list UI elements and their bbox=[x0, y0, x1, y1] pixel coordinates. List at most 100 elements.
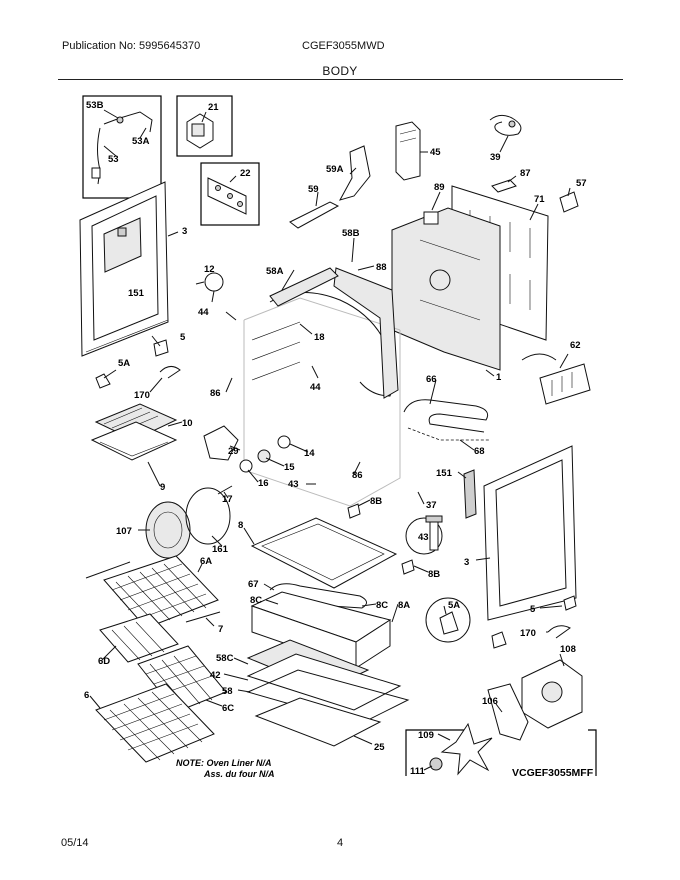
callout-151-left: 151 bbox=[128, 288, 145, 299]
fan-blade-109 bbox=[440, 722, 493, 776]
callout-39: 39 bbox=[490, 152, 501, 163]
plate-57 bbox=[559, 191, 579, 213]
sensor-12 bbox=[195, 272, 224, 303]
callout-106: 106 bbox=[482, 696, 498, 707]
section-title: BODY bbox=[322, 64, 358, 78]
page-number: 4 bbox=[337, 837, 344, 849]
callout-58B: 58B bbox=[342, 228, 360, 239]
light-bulb-parts bbox=[203, 425, 291, 495]
callout-59A: 59A bbox=[326, 164, 344, 175]
callout-3-right: 3 bbox=[464, 557, 469, 568]
callout-8C-left: 8C bbox=[250, 595, 262, 606]
callout-43-upper: 43 bbox=[288, 479, 299, 490]
terminal-block-62 bbox=[521, 353, 591, 405]
callout-18: 18 bbox=[314, 332, 325, 343]
callout-71: 71 bbox=[534, 194, 545, 205]
leg-5A-right bbox=[425, 597, 507, 649]
callout-89: 89 bbox=[434, 182, 445, 193]
oven-door-right bbox=[463, 445, 577, 621]
callout-88: 88 bbox=[376, 262, 387, 273]
inset-21-bracket bbox=[176, 95, 233, 157]
callout-53: 53 bbox=[108, 154, 119, 165]
publication-number: Publication No: 5995645370 bbox=[62, 40, 201, 52]
callout-8B-lower: 8B bbox=[428, 569, 440, 580]
callout-45: 45 bbox=[430, 147, 441, 158]
motor-108 bbox=[521, 659, 583, 729]
callout-151-right: 151 bbox=[436, 468, 453, 479]
bracket-106 bbox=[487, 683, 529, 741]
drawer-8A bbox=[250, 591, 392, 669]
callout-66: 66 bbox=[426, 374, 437, 385]
leader-lines bbox=[89, 109, 571, 771]
callout-108: 108 bbox=[560, 644, 576, 655]
nut-111 bbox=[429, 757, 443, 771]
callout-37: 37 bbox=[426, 500, 437, 511]
rack-6 bbox=[95, 683, 215, 763]
oven-cavity bbox=[243, 267, 401, 507]
callout-43-bolt: 43 bbox=[418, 532, 429, 543]
callout-57: 57 bbox=[576, 178, 587, 189]
oven-liner-note-line1: NOTE: Oven Liner N/A bbox=[176, 758, 272, 768]
callout-107: 107 bbox=[116, 526, 132, 537]
clips-8B bbox=[347, 503, 415, 575]
callout-17: 17 bbox=[222, 494, 233, 505]
inset-22-terminal bbox=[200, 162, 260, 226]
callout-6C: 6C bbox=[222, 703, 234, 714]
callout-6D: 6D bbox=[98, 656, 110, 667]
callout-161: 161 bbox=[212, 544, 229, 555]
callout-42: 42 bbox=[210, 670, 221, 681]
callout-14: 14 bbox=[304, 448, 315, 459]
callout-15: 15 bbox=[284, 462, 295, 473]
callout-62: 62 bbox=[570, 340, 581, 351]
callout-21: 21 bbox=[208, 102, 219, 113]
callout-10: 10 bbox=[182, 418, 193, 429]
callout-86-right: 86 bbox=[352, 470, 363, 481]
callout-87: 87 bbox=[520, 168, 531, 179]
oven-liner-note-line2: Ass. du four N/A bbox=[203, 769, 275, 779]
callout-111: 111 bbox=[410, 766, 426, 777]
drawer-liners-58C-42-58 bbox=[246, 639, 410, 725]
callout-8C-right: 8C bbox=[376, 600, 388, 611]
callout-109: 109 bbox=[418, 730, 434, 741]
vent-duct-45 bbox=[395, 121, 421, 181]
drawer-pan-8 bbox=[250, 517, 398, 589]
callout-5-left: 5 bbox=[180, 332, 186, 343]
callout-9: 9 bbox=[160, 482, 165, 493]
callout-170-right: 170 bbox=[520, 628, 536, 639]
duct-59 bbox=[289, 201, 340, 229]
tray-9 bbox=[90, 421, 178, 461]
callout-5-right: 5 bbox=[530, 604, 536, 615]
callout-8B-upper: 8B bbox=[370, 496, 382, 507]
wire-harness-39 bbox=[489, 114, 522, 136]
callout-59: 59 bbox=[308, 184, 319, 195]
callout-58C: 58C bbox=[216, 653, 234, 664]
callout-1: 1 bbox=[496, 372, 502, 383]
callout-3-left: 3 bbox=[182, 226, 187, 237]
callout-44-upper: 44 bbox=[198, 307, 209, 318]
clip-170-right bbox=[547, 595, 577, 639]
bracket-87 bbox=[491, 179, 517, 193]
callout-53A: 53A bbox=[132, 136, 150, 147]
callout-6: 6 bbox=[84, 690, 89, 701]
callout-58A: 58A bbox=[266, 266, 284, 277]
leveling-leg-5 bbox=[153, 339, 169, 357]
rack-6D bbox=[99, 613, 179, 663]
callout-16: 16 bbox=[258, 478, 269, 489]
bolt-43 bbox=[405, 515, 443, 555]
header-rule bbox=[58, 79, 623, 80]
callout-25: 25 bbox=[374, 742, 385, 753]
callout-68: 68 bbox=[474, 446, 485, 457]
callout-170-left: 170 bbox=[134, 390, 150, 401]
callout-58: 58 bbox=[222, 686, 233, 697]
callout-86-left: 86 bbox=[210, 388, 221, 399]
model-number: CGEF3055MWD bbox=[302, 40, 385, 52]
callout-6A: 6A bbox=[200, 556, 212, 567]
inset-motor-assembly bbox=[405, 729, 597, 776]
duct-59A bbox=[338, 145, 371, 201]
rear-wall-1 bbox=[391, 207, 501, 371]
oven-door-left bbox=[79, 181, 169, 357]
callout-22: 22 bbox=[240, 168, 251, 179]
inset-53-sensor bbox=[82, 95, 162, 199]
callout-8A: 8A bbox=[398, 600, 410, 611]
